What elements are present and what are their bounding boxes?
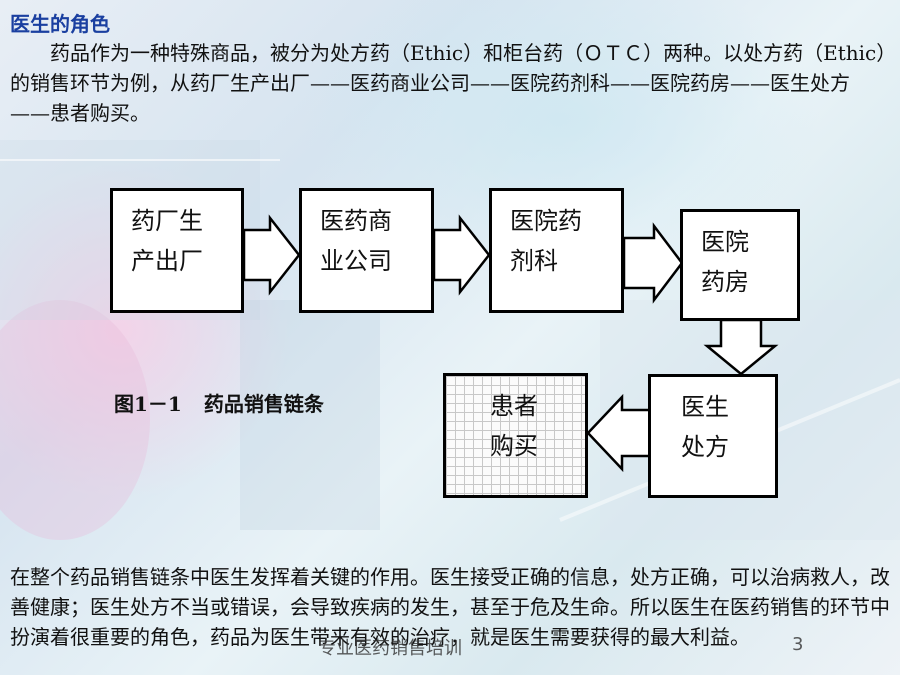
figure-number: 图1－1 — [114, 392, 182, 416]
section-heading: 医生的角色 — [10, 12, 110, 36]
box-label-line1: 医生 — [681, 393, 729, 421]
figure-caption: 图1－1 药品销售链条 — [114, 388, 324, 417]
box-label-line1: 药厂生 — [131, 207, 203, 235]
flow-box-prescription: 医生 处方 — [648, 374, 778, 498]
box-label-line2: 产出厂 — [131, 247, 203, 275]
conclusion-paragraph: 在整个药品销售链条中医生发挥着关键的作用。医生接受正确的信息，处方正确，可以治病… — [10, 565, 890, 649]
arrow-left — [586, 393, 652, 473]
arrow-down — [703, 318, 779, 376]
box-label-line1: 医院 — [701, 228, 749, 256]
box-label-line2: 处方 — [681, 433, 729, 461]
arrow-right-2 — [432, 214, 491, 296]
box-label-line2: 业公司 — [320, 247, 392, 275]
arrow-right-1 — [242, 214, 301, 296]
flow-box-factory: 药厂生 产出厂 — [110, 188, 244, 313]
flow-box-pharmacy-dept: 医院药 剂科 — [489, 188, 624, 313]
box-label-line1: 医院药 — [510, 207, 582, 235]
flow-box-commerce: 医药商 业公司 — [299, 188, 434, 313]
flow-box-patient: 患者 购买 — [443, 373, 588, 498]
figure-title: 药品销售链条 — [203, 392, 324, 416]
box-label-line2: 购买 — [490, 432, 538, 460]
flow-box-hospital-pharmacy: 医院 药房 — [680, 209, 800, 321]
intro-paragraph: 药品作为一种特殊商品，被分为处方药（Ethic）和柜台药（ＯＴＣ）两种。以处方药… — [10, 41, 887, 125]
arrow-right-3 — [622, 222, 684, 304]
box-label-line2: 剂科 — [510, 247, 558, 275]
box-label-line2: 药房 — [701, 268, 749, 296]
box-label-line1: 患者 — [490, 392, 538, 420]
page-number: 3 — [792, 634, 804, 655]
footer-title: 专业医药销售培训 — [318, 638, 462, 659]
box-label-line1: 医药商 — [320, 207, 392, 235]
